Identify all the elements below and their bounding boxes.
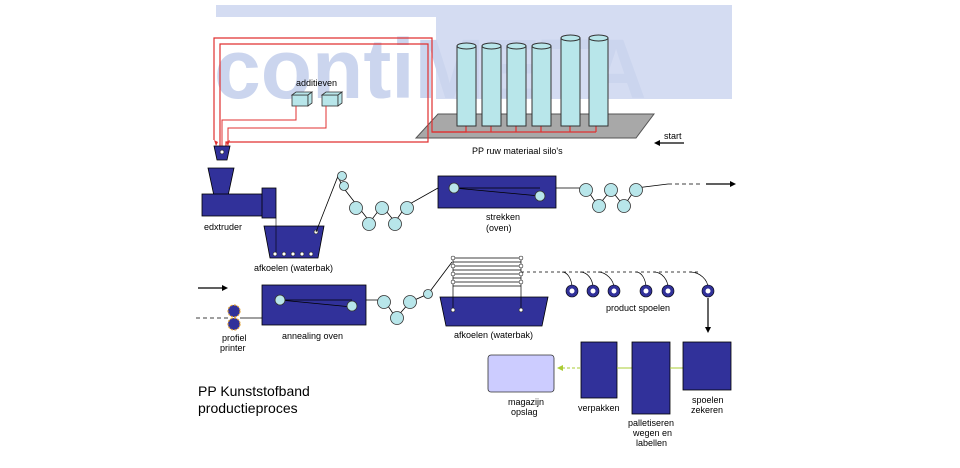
diagram-title-line1: PP Kunststofband [198, 383, 310, 399]
extruder-label: edxtruder [204, 222, 242, 232]
spool-lines [561, 271, 709, 289]
feed-line-second [219, 43, 429, 150]
product-spoelen-label: product spoelen [606, 303, 670, 313]
additieven-label: additieven [296, 78, 337, 88]
spoelen-label-2: zekeren [691, 405, 723, 415]
extruder [201, 140, 277, 219]
additive-box-2 [321, 94, 339, 107]
magazijn-label-1: magazijn [508, 397, 544, 407]
palletiseren-box [631, 341, 671, 415]
silos-label: PP ruw materiaal silo's [472, 146, 563, 156]
silo-3 [506, 42, 527, 127]
start-label: start [664, 131, 682, 141]
silo-6 [588, 34, 609, 127]
spool-3 [607, 284, 621, 298]
silo-2 [481, 42, 502, 127]
diagram-title-line2: productieproces [198, 400, 298, 416]
silos [456, 34, 609, 127]
silo-1 [456, 42, 477, 127]
incoming-arrow-2 [198, 285, 228, 291]
spool-5 [661, 284, 675, 298]
magazijn-label-2: opslag [511, 407, 538, 417]
rollers-3 [377, 289, 433, 325]
silo-4 [531, 42, 552, 127]
water-bath-2 [439, 255, 549, 327]
watermark-text: contiMETA [214, 22, 646, 116]
additive-boxes [290, 91, 344, 107]
annealing-label: annealing oven [282, 331, 343, 341]
rollers-1 [337, 171, 414, 231]
extruder-body [201, 193, 265, 217]
rollers-2 [579, 183, 643, 213]
annealing-oven [261, 284, 367, 326]
additive-box-1 [291, 94, 309, 107]
spool-4 [639, 284, 653, 298]
hopper [207, 167, 235, 197]
strap-path-3 [366, 261, 453, 319]
spool-6 [701, 284, 715, 298]
spools [565, 284, 715, 298]
arrow-to-magazijn [557, 365, 580, 371]
profiel-printer [227, 304, 241, 331]
palletiseren-label-3: labellen [636, 438, 667, 448]
watermark-bar [216, 5, 732, 17]
feed-line-main [213, 37, 467, 140]
spool-1 [565, 284, 579, 298]
palletiseren-label-2: wegen en [632, 428, 672, 438]
palletiseren-label-1: palletiseren [628, 418, 674, 428]
verpakken-label: verpakken [578, 403, 620, 413]
strekken-label-2: (oven) [486, 223, 512, 233]
spoelen-label-1: spoelen [692, 395, 724, 405]
spoelen-box [682, 341, 732, 391]
extruder-head [261, 187, 277, 219]
verpakken-box [580, 341, 618, 399]
afkoelen1-label: afkoelen (waterbak) [254, 263, 333, 273]
spool-2 [586, 284, 600, 298]
afkoelen2-label: afkoelen (waterbak) [454, 330, 533, 340]
silo-5 [560, 34, 581, 127]
continue-arrow-1 [706, 181, 736, 187]
water-bath-1 [263, 218, 325, 259]
profiel-label-1: profiel [222, 333, 247, 343]
magazijn-box [487, 354, 555, 393]
start-arrow [654, 140, 684, 146]
strekken-label-1: strekken [486, 212, 520, 222]
strekken-oven [437, 175, 557, 209]
profiel-label-2: printer [220, 343, 246, 353]
additive-lines [221, 106, 327, 150]
down-arrow [705, 298, 711, 333]
